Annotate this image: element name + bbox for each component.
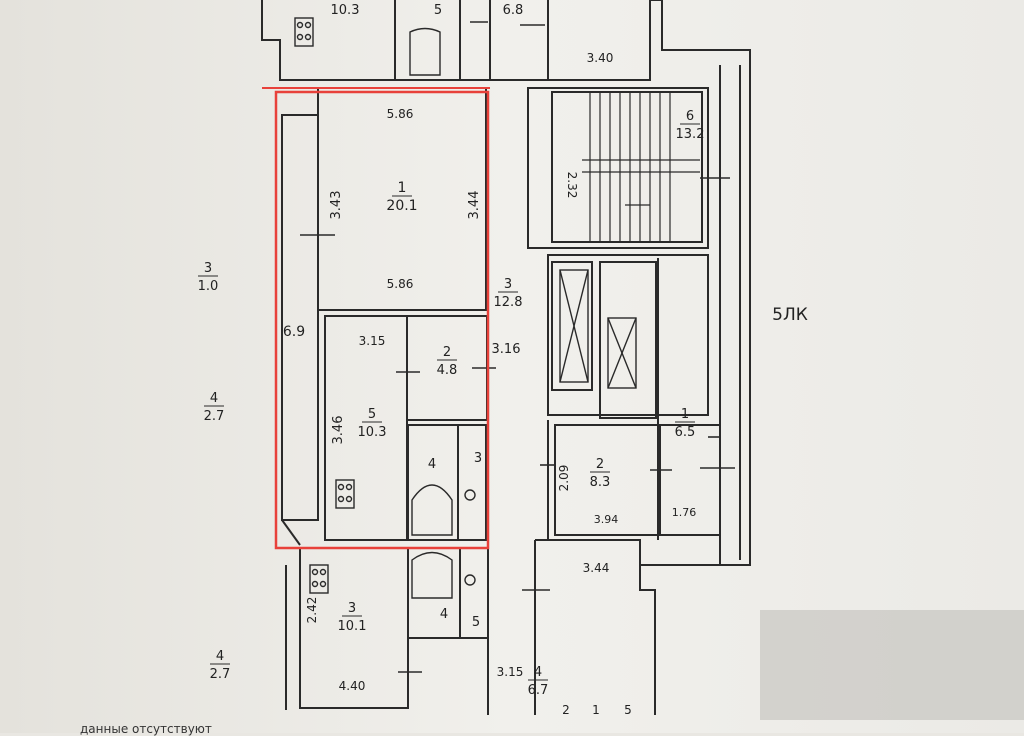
tech-2-dim-bottom: 3.94 [594,513,619,526]
bottom-mark-2: 5 [624,703,632,717]
shadow [760,610,1024,720]
wc-number: 3 [474,451,482,466]
outside-3-number: 3 [204,261,212,276]
bottom-mark-1: 1 [592,703,600,717]
stair-area: 13.2 [676,127,705,142]
main-dim-left: 3.43 [329,191,344,220]
stair-dim: 2.32 [565,172,579,199]
hall-number: 3 [504,277,512,292]
hall-area: 12.8 [494,295,523,310]
fixtures [294,17,476,599]
closet-area: 4.8 [437,363,458,378]
top-corridor-dim: 6.8 [503,3,524,18]
main-dim-right: 3.44 [467,191,482,220]
tech-2-number: 2 [596,457,604,472]
bottom-kitchen-area: 10.1 [338,619,367,634]
outside-4a-area: 2.7 [204,409,225,424]
main-room-area: 20.1 [386,198,417,214]
outside-3-area: 1.0 [198,279,219,294]
tech-1-number: 1 [681,407,689,422]
top-kitchen-area: 10.3 [331,3,360,18]
main-dim-top: 5.86 [387,107,414,121]
footer-note: данные отсутствуют [80,722,212,736]
closet-number: 2 [443,345,451,360]
tech-2-dim-side: 2.09 [557,465,571,492]
stair-number: 6 [686,109,694,124]
bottom-wc-number: 5 [472,615,480,630]
hall-dim: 3.16 [492,342,521,357]
bottom-hall-dim: 3.15 [497,665,524,679]
outside-4b-number: 4 [216,649,224,664]
lift-shafts [559,269,637,389]
room-labels: 10.3 5 6.8 3.40 5.86 1 20.1 5.86 3.43 3.44 3 12.8 3.… [198,3,808,717]
main-room-number: 1 [398,180,407,196]
top-right-dim: 3.40 [587,51,614,65]
bottom-hall-area: 6.7 [528,683,549,698]
bottom-hall-number: 4 [534,665,542,680]
kitchen-dim-side: 3.46 [331,416,346,445]
kitchen-number: 5 [368,407,376,422]
stairs [582,92,700,242]
tech-1-area: 6.5 [675,425,696,440]
apartment-highlight [274,90,490,550]
bottom-kitchen-dim-bottom: 4.40 [339,679,366,693]
bath-number: 4 [428,457,436,472]
outside-4a-number: 4 [210,391,218,406]
bottom-mark-0: 2 [562,703,570,717]
loggia-dim: 6.9 [283,324,305,340]
bottom-kitchen-number: 3 [348,601,356,616]
tech-2-area: 8.3 [590,475,611,490]
main-dim-bottom: 5.86 [387,277,414,291]
tech-1-dim: 1.76 [672,506,697,519]
section-label: 5ЛК [772,305,808,325]
bottom-right-dim: 3.44 [583,561,610,575]
kitchen-dim-top: 3.15 [359,334,386,348]
walls [261,0,751,715]
top-bath-number: 5 [434,3,442,18]
bottom-bath-number: 4 [440,607,448,622]
tick-marks [300,21,735,673]
kitchen-area: 10.3 [358,425,387,440]
bottom-kitchen-dim-side: 2.42 [305,597,319,624]
outside-4b-area: 2.7 [210,667,231,682]
